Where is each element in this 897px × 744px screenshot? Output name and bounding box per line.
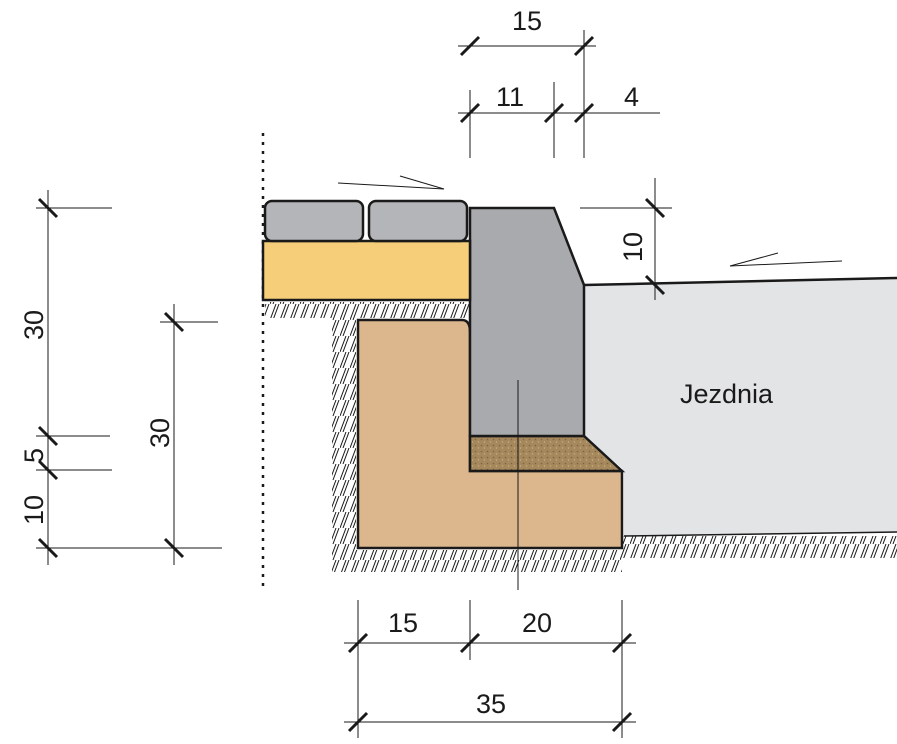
dim-curb-top-part: 11 [496,82,524,112]
paving-block-left [263,199,365,243]
dimension-left: 30 5 10 30 [19,190,222,565]
road-body [584,278,897,536]
dim-foundation-base: 10 [19,495,49,525]
road-outline [583,276,897,287]
dimension-reveal: 10 [580,178,672,300]
dim-curb-height: 30 [19,310,49,340]
soil-under-foundation [332,550,622,572]
dim-foundation-left: 15 [388,608,418,638]
dim-foundation-right: 20 [522,608,552,638]
soil-left-of-foundation [332,318,356,550]
soil-under-road [622,536,897,558]
slope-arrow-road [729,252,843,267]
dim-bedding-layer: 5 [19,448,49,463]
road-label: Jezdnia [680,379,774,409]
sand-bedding-layer [261,239,472,302]
dimension-top: 15 11 4 [458,6,660,158]
road-bottom-outline [623,531,897,537]
dimension-bottom: 15 20 35 [344,600,636,738]
dim-curb-reveal: 10 [618,232,648,262]
dim-curb-offset: 4 [624,82,639,112]
dim-foundation-total: 35 [476,689,506,719]
curb-stone [468,206,586,438]
dim-curb-top-width: 15 [512,6,542,36]
dim-foundation-height: 30 [145,418,175,448]
soil-hatching [265,302,897,572]
paving-block-right [367,199,469,243]
slope-arrow-pavement [337,175,445,190]
soil-under-pavement [265,302,470,318]
